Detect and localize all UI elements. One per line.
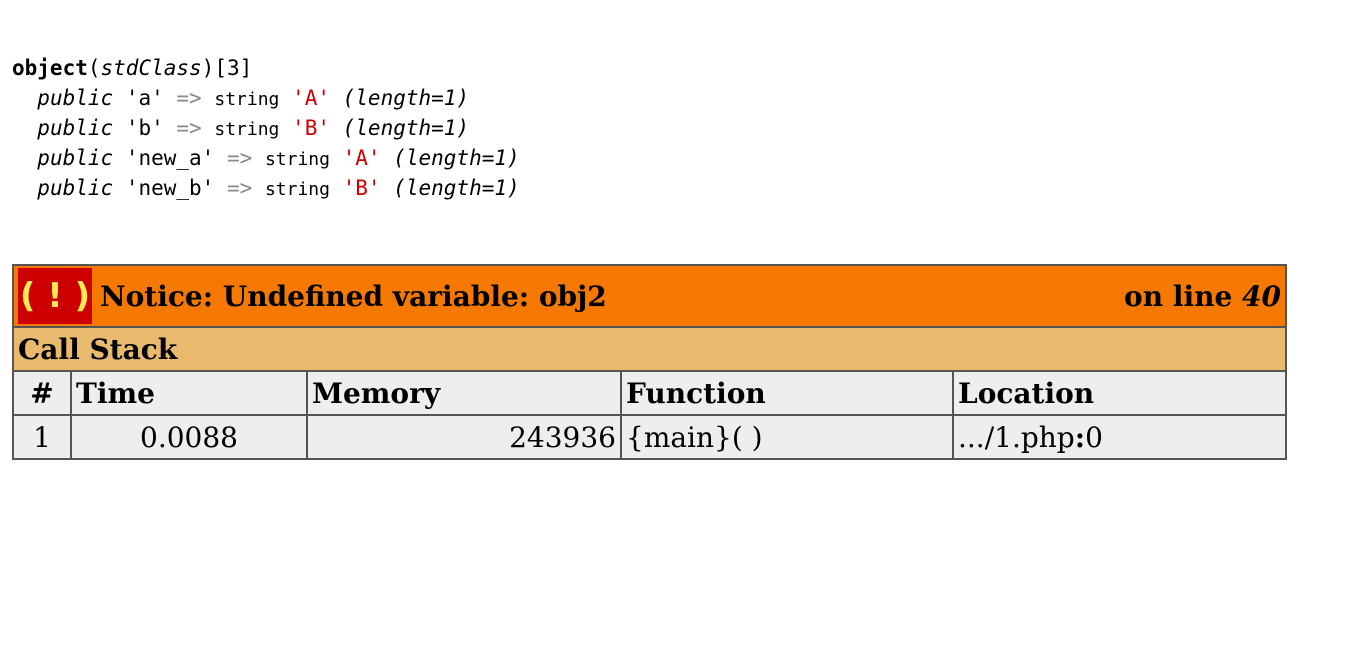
call-stack-header: Call Stack (12, 326, 1287, 372)
xdebug-error-table: ( ! ) Notice: Undefined variable: obj2 o… (12, 264, 1287, 460)
property-line: public 'b' => string 'B' (length=1) (37, 116, 470, 140)
row-memory: 243936 (306, 414, 622, 460)
property-line: public 'a' => string 'A' (length=1) (37, 86, 470, 110)
notice-line-number: 40 (1242, 279, 1281, 313)
notice-message: Notice: Undefined variable: obj2 (100, 279, 607, 313)
property-line: public 'new_a' => string 'A' (length=1) (37, 146, 520, 170)
column-header-function: Function (620, 370, 954, 416)
property-count: [3] (214, 56, 253, 80)
call-stack-title: Call Stack (12, 326, 1287, 372)
column-header-memory: Memory (306, 370, 622, 416)
row-time: 0.0088 (70, 414, 308, 460)
table-row: 1 0.0088 243936 {main}( ) .../1.php:0 (12, 414, 1287, 460)
var-dump-header: object(stdClass)[3] (12, 56, 253, 80)
warning-icon: ( ! ) (18, 268, 92, 324)
notice-row: ( ! ) Notice: Undefined variable: obj2 o… (12, 264, 1287, 328)
property-line: public 'new_b' => string 'B' (length=1) (37, 176, 520, 200)
column-header-row: # Time Memory Function Location (12, 370, 1287, 416)
row-num: 1 (12, 414, 72, 460)
row-location: .../1.php:0 (952, 414, 1287, 460)
column-header-location: Location (952, 370, 1287, 416)
column-header-num: # (12, 370, 72, 416)
notice-line-info: on line 40 (1124, 279, 1281, 313)
object-keyword: object (12, 56, 88, 80)
class-name: stdClass (100, 56, 202, 80)
column-header-time: Time (70, 370, 308, 416)
var-dump-output: object(stdClass)[3] public 'a' => string… (12, 53, 520, 203)
row-function: {main}( ) (620, 414, 954, 460)
